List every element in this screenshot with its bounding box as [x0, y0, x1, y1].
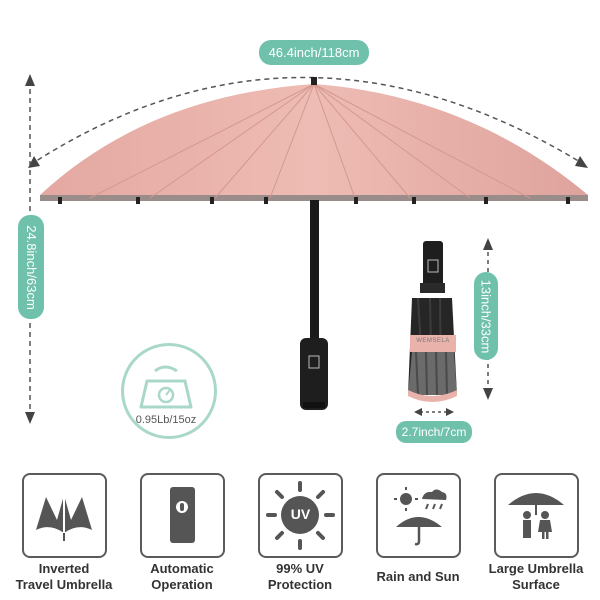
- width-text: 46.4inch/118cm: [268, 45, 360, 60]
- feature-large-surface-label: Large Umbrella Surface: [488, 561, 584, 592]
- feature-automatic-label: Automatic Operation: [150, 561, 214, 592]
- weight-badge: 0.95Lb/15oz: [121, 343, 217, 439]
- uv-text: UV: [290, 506, 311, 522]
- folded-length-label: 13inch/33cm: [474, 272, 498, 360]
- folded-diameter-text: 2.7inch/7cm: [401, 425, 467, 439]
- width-measurement-label: 46.4inch/118cm: [259, 40, 369, 65]
- folded-diameter-label: 2.7inch/7cm: [396, 421, 472, 443]
- feature-inverted-label: Inverted Travel Umbrella: [15, 561, 113, 592]
- uv-sun-icon: [266, 481, 335, 550]
- feature-automatic: [140, 473, 225, 558]
- large-umbrella-surface-icon: [508, 493, 564, 539]
- folded-brand-band-text: WEMSELA: [416, 338, 450, 344]
- automatic-button-icon: [170, 487, 195, 543]
- feature-rain-sun: [376, 473, 461, 558]
- inverted-umbrella-icon: [36, 495, 92, 541]
- feature-rain-sun-label: Rain and Sun: [376, 569, 460, 584]
- feature-large-surface: [494, 473, 579, 558]
- feature-uv: UV: [258, 473, 343, 558]
- rain-and-sun-icon: [394, 487, 447, 546]
- scale-icon: [139, 365, 193, 409]
- height-measurement-label: 24.8inch/63cm: [18, 215, 44, 319]
- weight-text: 0.95Lb/15oz: [135, 414, 197, 426]
- folded-length-text: 13inch/33cm: [478, 279, 494, 353]
- feature-uv-label: 99% UV Protection: [267, 561, 333, 592]
- feature-inverted: [22, 473, 107, 558]
